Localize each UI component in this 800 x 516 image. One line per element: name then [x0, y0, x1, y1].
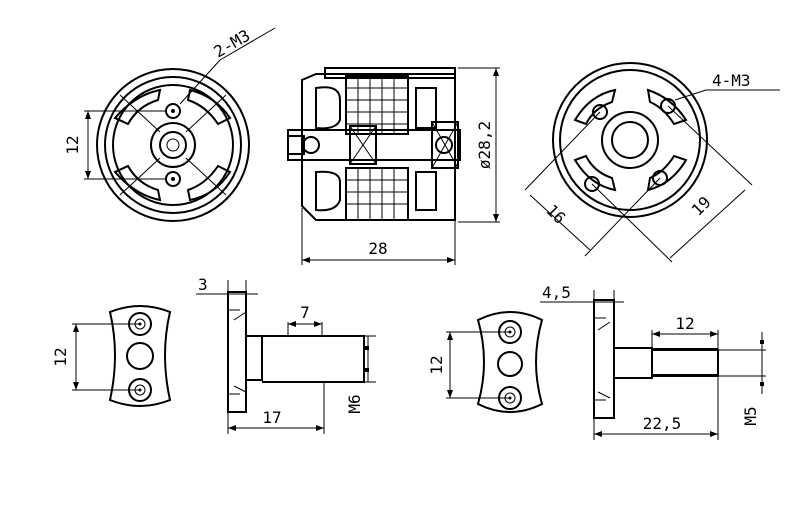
- mount-a-view: 12: [51, 305, 172, 407]
- side-diameter-label: ø28,2: [475, 121, 494, 169]
- mount-b-spacing-label: 12: [427, 355, 446, 374]
- rear-holes-label: 4-M3: [712, 71, 751, 90]
- shaft-a-thread-label: M6: [345, 394, 364, 413]
- shaft-a-step-label: 7: [300, 303, 310, 322]
- mount-b-view: 12: [427, 311, 544, 413]
- shaft-a-view: M6 3 7 17: [196, 275, 376, 434]
- shaft-b-view: M5 4,5 12 22,5: [540, 283, 766, 440]
- shaft-a-offset-label: 3: [198, 275, 208, 294]
- mount-a-spacing-label: 12: [51, 347, 70, 366]
- rear-view: 4-M3 16 19: [524, 62, 780, 263]
- rear-spacing-b-label: 19: [688, 193, 715, 220]
- front-holes-label: 2-M3: [211, 26, 254, 62]
- shaft-a-length-label: 17: [262, 408, 281, 427]
- shaft-b-length-label: 22,5: [643, 414, 682, 433]
- front-view: 12 2-M3: [63, 26, 276, 222]
- shaft-b-thread-len-label: 12: [675, 314, 694, 333]
- side-width-label: 28: [368, 239, 387, 258]
- shaft-b-offset-label: 4,5: [542, 283, 571, 302]
- front-spacing-label: 12: [63, 135, 82, 154]
- shaft-b-thread-label: M5: [741, 406, 760, 425]
- rear-spacing-a-label: 16: [542, 201, 569, 228]
- side-view: ø28,2 28: [287, 67, 500, 265]
